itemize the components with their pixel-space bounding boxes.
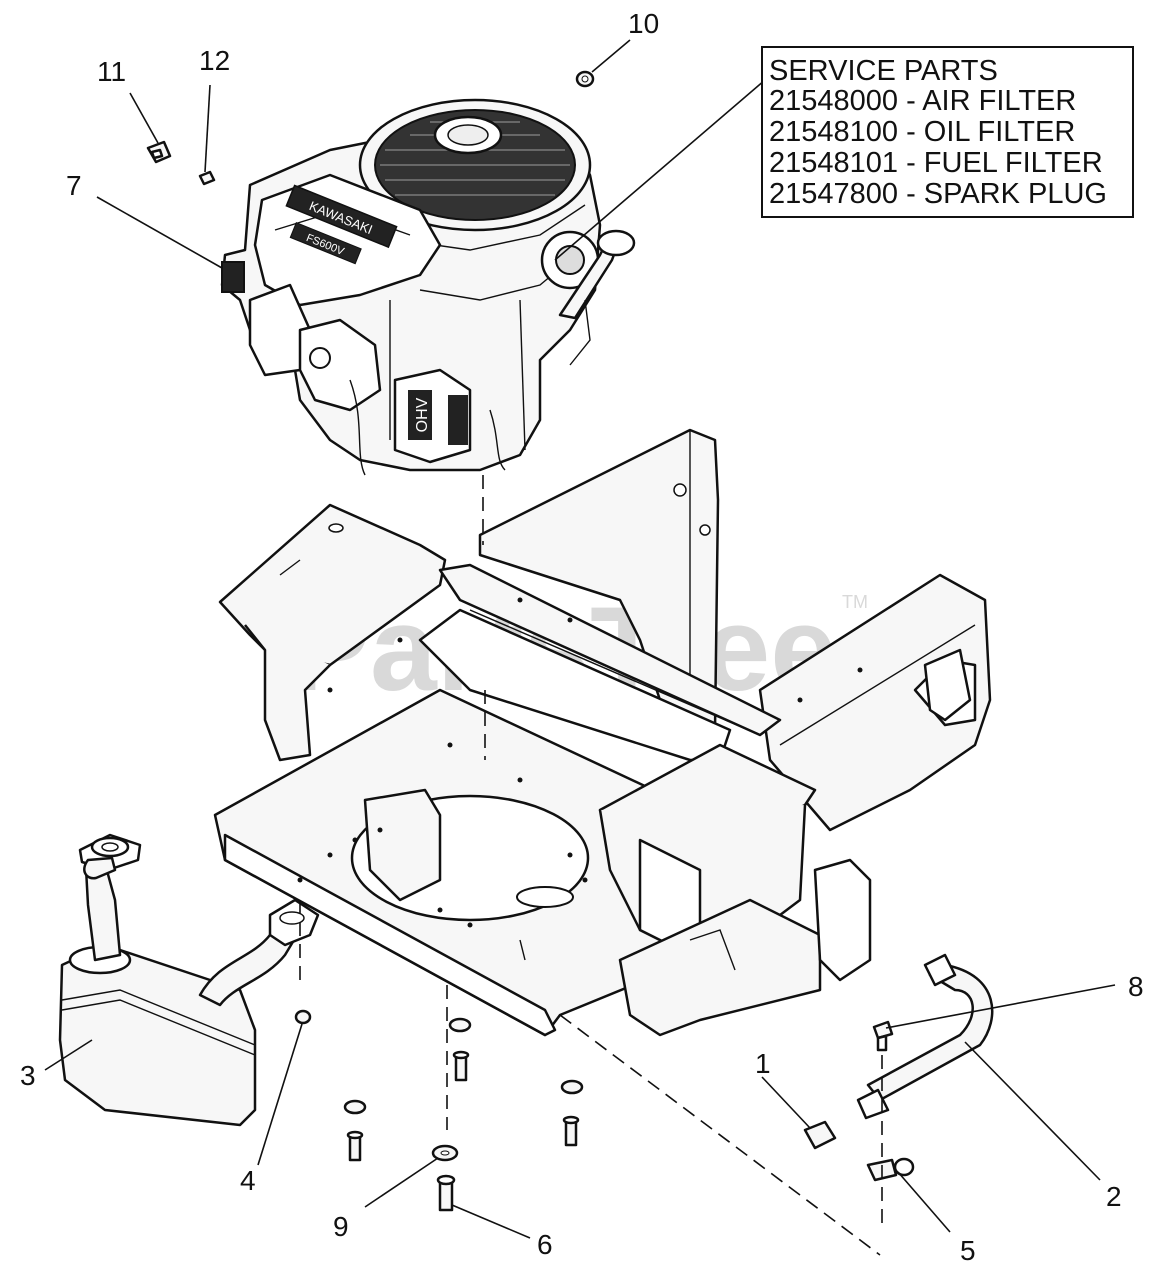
service-part-line: 21547800 - SPARK PLUG: [769, 178, 1107, 210]
watermark-trademark: TM: [842, 592, 868, 612]
engine-ohv-label: OHV: [414, 397, 431, 432]
service-part-line: 21548101 - FUEL FILTER: [769, 147, 1103, 179]
callout-3: 3: [20, 1060, 36, 1091]
hose-2[interactable]: [856, 953, 994, 1120]
callout-5: 5: [960, 1235, 976, 1266]
nut-12[interactable]: [198, 170, 216, 186]
clamp-5[interactable]: [866, 1157, 915, 1182]
callout-6: 6: [537, 1229, 553, 1260]
fitting-8[interactable]: [872, 1020, 894, 1052]
callout-9: 9: [333, 1211, 349, 1242]
engine-assembly[interactable]: KAWASAKI FS600V OHV: [220, 98, 636, 476]
nut-10[interactable]: [575, 70, 595, 88]
callout-4: 4: [240, 1165, 256, 1196]
bolt-6[interactable]: [346, 1050, 580, 1212]
callout-11: 11: [97, 56, 126, 87]
service-parts-box: SERVICE PARTS 21548000 - AIR FILTER 2154…: [761, 46, 1134, 218]
bolt-11[interactable]: [146, 140, 172, 164]
callout-1: 1: [755, 1048, 771, 1079]
service-part-line: 21548000 - AIR FILTER: [769, 85, 1076, 117]
callout-10: 10: [628, 8, 659, 39]
nut-4[interactable]: [294, 1009, 312, 1025]
service-parts-title: SERVICE PARTS: [769, 55, 998, 87]
callout-2: 2: [1106, 1181, 1122, 1212]
muffler-assembly[interactable]: [58, 833, 320, 1127]
callout-7: 7: [66, 170, 82, 201]
service-part-line: 21548100 - OIL FILTER: [769, 116, 1075, 148]
callout-8: 8: [1128, 971, 1144, 1002]
callout-12: 12: [199, 45, 230, 76]
cap-1[interactable]: [803, 1120, 837, 1150]
washer-9[interactable]: [343, 1017, 584, 1162]
frame-assembly[interactable]: [213, 428, 992, 1037]
